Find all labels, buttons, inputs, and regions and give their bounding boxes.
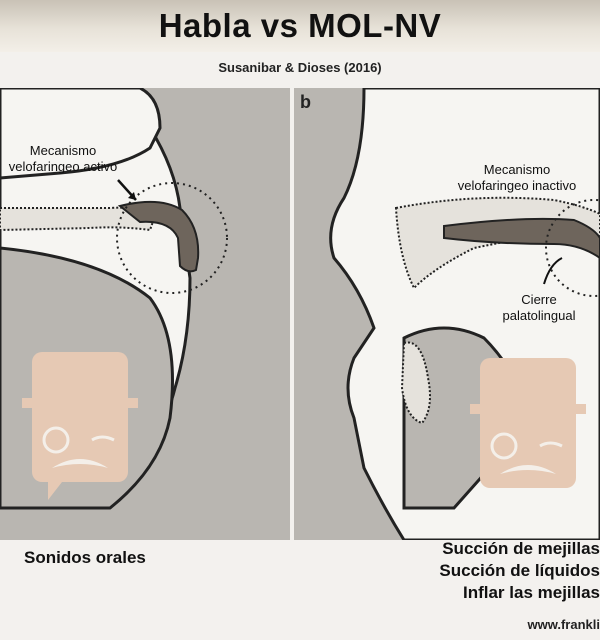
label-line: velofaringeo activo [8, 159, 118, 174]
website-url[interactable]: www.frankli [527, 617, 600, 632]
velum-active [117, 200, 200, 273]
velum-inactive [443, 217, 600, 260]
velopharyngeal-region-highlight [545, 199, 600, 297]
velum-inactive-label: Mecanismo velofaringeo inactivo [442, 162, 592, 194]
lower-jaw-region [400, 341, 431, 425]
page-title: Habla vs MOL-NV [158, 7, 442, 44]
caption-mol-nv-tasks: Succión de mejillas Succión de líquidos … [439, 538, 600, 604]
watermark-mascot [470, 358, 586, 488]
label-line: Mecanismo [483, 162, 551, 177]
watermark-mascot [22, 352, 138, 500]
label-line: Mecanismo [29, 143, 97, 158]
caption-line: Succión de mejillas [442, 539, 600, 558]
panel-inactive-velum: b Mecanismo velofaringeo inactivo Cierre… [294, 88, 600, 540]
caption-line: Inflar las mejillas [462, 583, 600, 602]
title-banner: Habla vs MOL-NV [0, 0, 600, 52]
velopharyngeal-region-highlight [116, 182, 228, 294]
caption-line: Succión de líquidos [439, 561, 600, 580]
label-line: Cierre [521, 292, 557, 307]
skull-region [0, 88, 162, 180]
palatolingual-closure-label: Cierre palatolingual [484, 292, 594, 324]
caption-oral-sounds: Sonidos orales [24, 548, 146, 567]
velum-active-label: Mecanismo velofaringeo activo [4, 143, 122, 175]
label-line: velofaringeo inactivo [457, 178, 577, 193]
panel-letter: b [300, 92, 311, 112]
pointer-arrow [543, 257, 563, 285]
label-line: palatolingual [502, 308, 576, 323]
citation: Susanibar & Dioses (2016) [218, 60, 382, 75]
panel-active-velum: Mecanismo velofaringeo activo [0, 88, 290, 540]
